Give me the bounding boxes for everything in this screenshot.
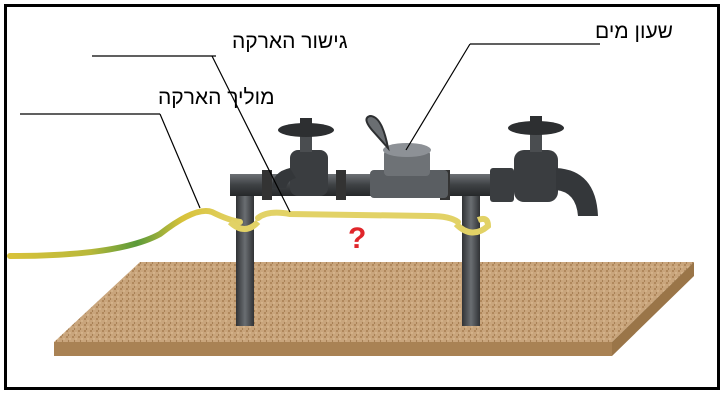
grounding-bridge-label: גישור הארקה bbox=[232, 30, 348, 53]
grounding-conductor-label: מוליך הארקה bbox=[158, 86, 275, 109]
faucet-right-icon bbox=[508, 116, 598, 216]
pipe-leg-right bbox=[462, 196, 480, 326]
water-meter-icon bbox=[365, 114, 448, 198]
pipe-leg-left bbox=[236, 196, 254, 326]
water-meter-label: שעון מים bbox=[595, 20, 673, 43]
faucet-left-icon bbox=[272, 118, 334, 196]
question-mark: ? bbox=[348, 222, 366, 255]
grounding-bridge-wire bbox=[227, 209, 492, 236]
leader-lines bbox=[20, 43, 600, 213]
surface-board bbox=[54, 262, 694, 356]
grounding-conductor-wire bbox=[7, 208, 243, 259]
